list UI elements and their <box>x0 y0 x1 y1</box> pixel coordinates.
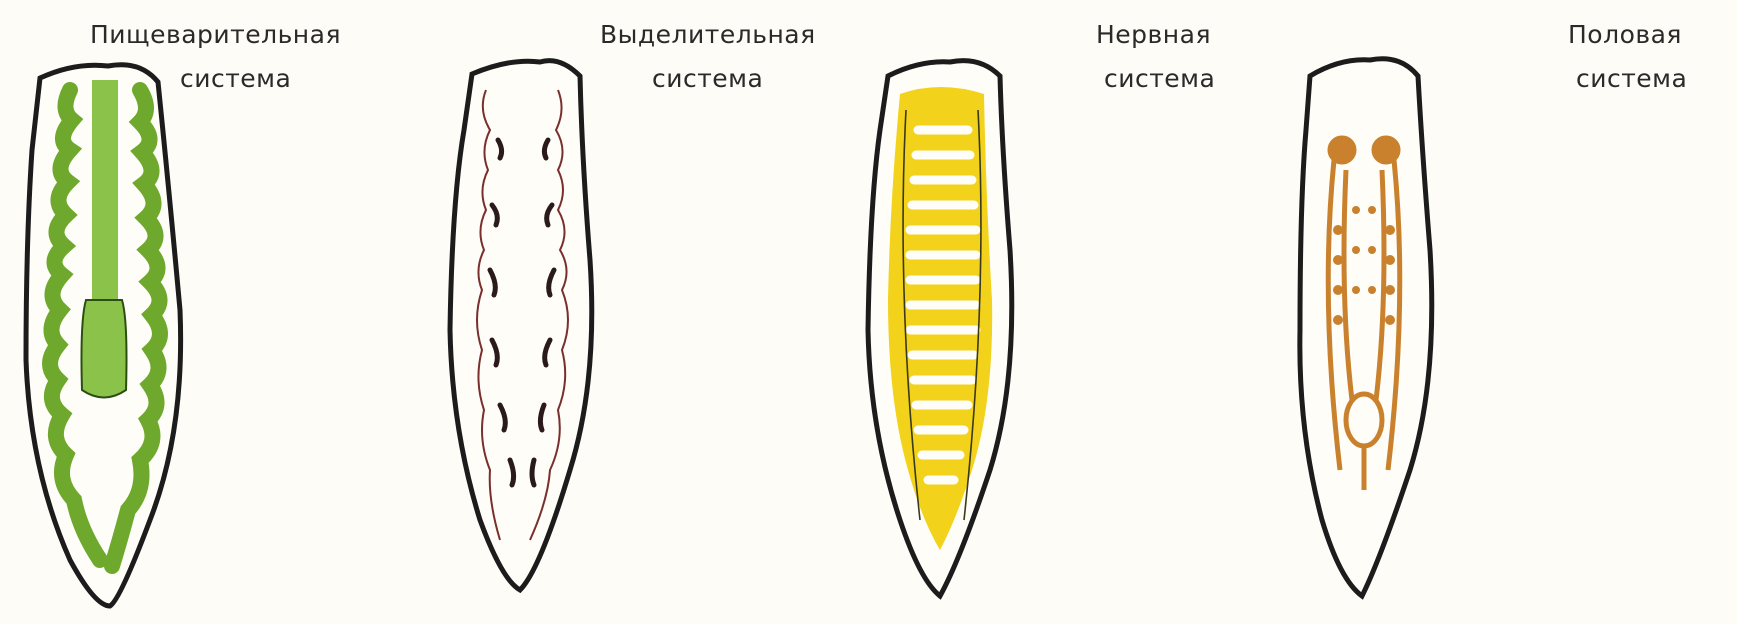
digestive-worm-figure <box>0 0 430 624</box>
excretory-worm-figure <box>430 0 860 624</box>
excretory-worm-body <box>450 61 592 590</box>
reproductive-worm-body <box>1300 59 1432 596</box>
pharynx <box>82 300 127 398</box>
reproductive-worm-figure <box>1300 0 1737 624</box>
nervous-system-panel: Нервная система <box>860 0 1300 624</box>
nerve-commissures <box>910 130 976 480</box>
excretory-system-panel: Выделительная система <box>430 0 860 624</box>
digestive-system-panel: Пищеварительная система <box>0 0 430 624</box>
reproductive-system-panel: Половая система <box>1300 0 1737 624</box>
nervous-worm-figure <box>860 0 1300 624</box>
